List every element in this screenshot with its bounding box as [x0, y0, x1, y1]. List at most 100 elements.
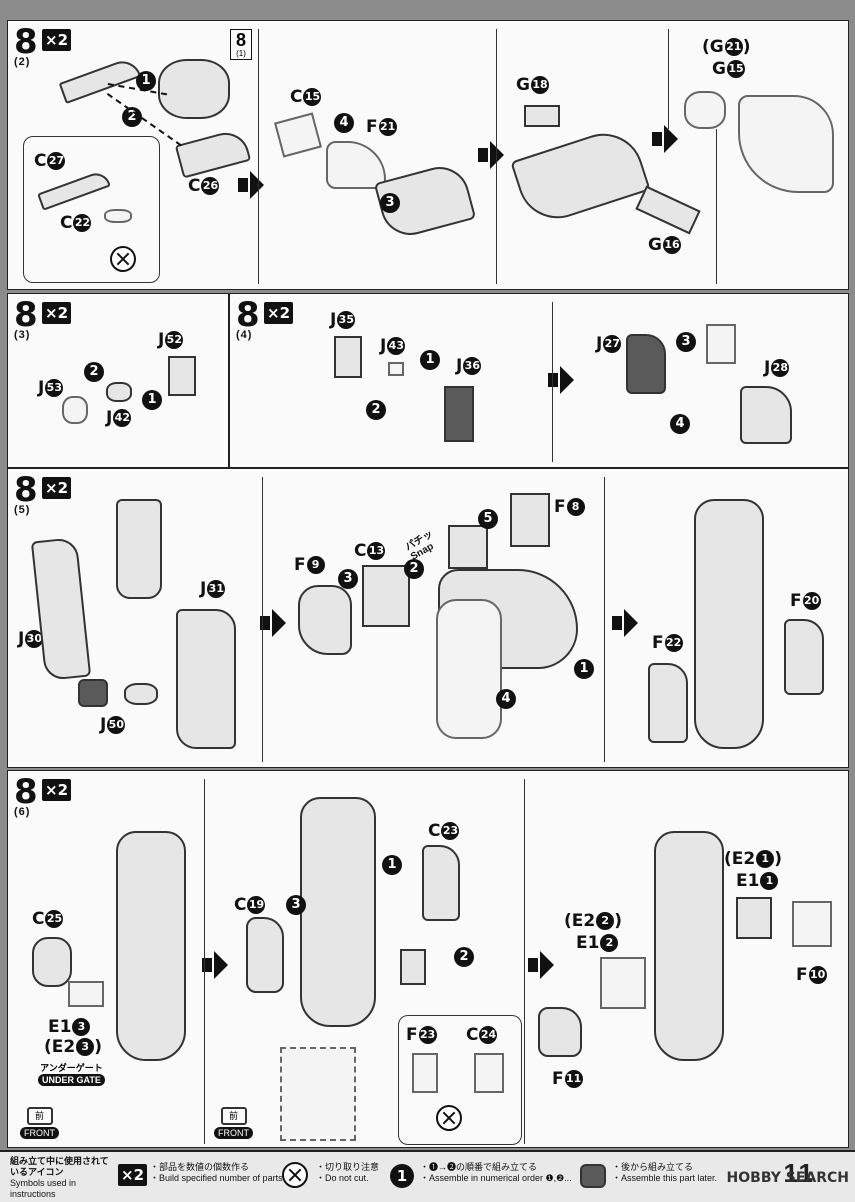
legend-multiplier: ・部品を数値の個数作る・Build specified number of pa…: [150, 1162, 286, 1183]
assemble-later-icon: [580, 1164, 606, 1188]
j43-part: [388, 362, 404, 376]
step-num: 8: [14, 22, 38, 62]
f10-part: [792, 901, 832, 947]
step-number: 8 (2): [14, 25, 38, 68]
next-arrow-icon: [202, 951, 228, 979]
legend-do-not-cut: ・切り取り注意・Do not cut.: [316, 1162, 380, 1183]
divider: [668, 29, 669, 129]
watermark: HOBBY SEARCH: [726, 1170, 849, 1186]
c19-part: [246, 917, 284, 993]
divider: [204, 779, 205, 1144]
j42-part: [106, 382, 132, 402]
g15-part: [684, 91, 726, 129]
legend-assemble-later: ・後から組み立てる・Assemble this part later.: [612, 1162, 718, 1183]
order-4: 4: [496, 689, 516, 709]
do-not-cut-icon: [436, 1105, 462, 1131]
j28-part: [740, 386, 792, 444]
c23-part: [422, 845, 460, 921]
step-number: 8 (6): [14, 775, 38, 818]
order-1: 1: [142, 390, 162, 410]
back-icon: [78, 679, 108, 707]
j30-part: [30, 536, 92, 682]
order-1: 1: [136, 71, 156, 91]
order-4: 4: [334, 113, 354, 133]
f23-piece: [400, 949, 426, 985]
step-num: 8: [14, 295, 38, 335]
f9-part: [298, 585, 352, 655]
ref-step-num: 8: [235, 30, 246, 50]
next-arrow-icon: [528, 951, 554, 979]
step-sub: (5): [14, 504, 31, 516]
next-arrow-icon: [548, 366, 574, 394]
j35-part: [334, 336, 362, 378]
order-5: 5: [478, 509, 498, 529]
legend-order: ・❶→❷の順番で組み立てる・Assemble in numerical orde…: [420, 1162, 572, 1183]
order-2: 2: [122, 107, 142, 127]
divider: [604, 477, 605, 762]
divider: [552, 302, 553, 462]
divider: [716, 129, 717, 284]
f11-part: [538, 1007, 582, 1057]
next-arrow-icon: [238, 171, 264, 199]
f22-part: [648, 663, 688, 743]
leg-assembly: [300, 797, 376, 1027]
j50-part: [124, 683, 158, 705]
next-arrow-icon: [612, 609, 638, 637]
order-2: 2: [366, 400, 386, 420]
e13-part: [68, 981, 104, 1007]
multiplier-badge: ×2: [42, 477, 72, 499]
order-3: 3: [676, 332, 696, 352]
f8-part: [510, 493, 550, 547]
step-sub: (4): [236, 329, 253, 341]
next-arrow-icon: [652, 125, 678, 153]
leg-assembly: [116, 831, 186, 1061]
step-num: 8: [14, 772, 38, 812]
j36-part: [444, 386, 474, 442]
step-num: 8: [14, 470, 38, 510]
completed-assembly: [738, 95, 834, 193]
upper-leg-part: [116, 499, 162, 599]
next-arrow-icon: [478, 141, 504, 169]
j27-part: [626, 334, 666, 394]
order-icon: 1: [390, 1164, 414, 1188]
leg-assembly: [654, 831, 724, 1061]
order-3: 3: [380, 193, 400, 213]
j31-part: [176, 609, 236, 749]
c22-part: [104, 209, 132, 223]
divider: [262, 477, 263, 762]
c13-part: [362, 565, 410, 627]
knee-part: [448, 525, 488, 569]
